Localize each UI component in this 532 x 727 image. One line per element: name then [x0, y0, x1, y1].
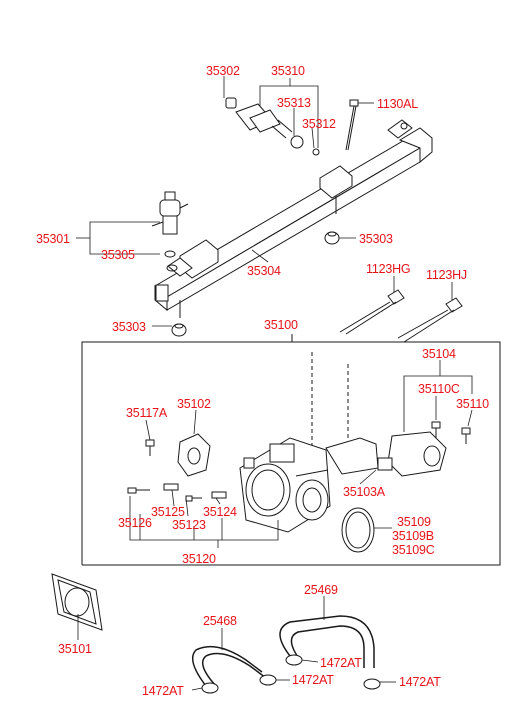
label-35117A: 35117A	[126, 406, 167, 420]
leader-lines	[76, 76, 473, 691]
label-25469: 25469	[304, 583, 338, 597]
pressure-regulator	[151, 191, 189, 258]
label-35305: 35305	[101, 248, 135, 262]
label-35104: 35104	[422, 347, 456, 361]
label-1472AT-d: 1472AT	[399, 675, 441, 689]
label-35310: 35310	[271, 64, 305, 78]
screw-35110-b	[461, 427, 471, 444]
label-35124: 35124	[203, 505, 237, 519]
screw-35117A	[145, 439, 155, 456]
label-1472AT-c: 1472AT	[320, 656, 362, 670]
screw-35110-a	[431, 421, 441, 438]
label-1130AL: 1130AL	[377, 97, 418, 111]
label-35101: 35101	[58, 642, 92, 656]
grommet-upper	[324, 231, 340, 245]
label-35126: 35126	[118, 516, 152, 530]
gasket-35101	[51, 573, 103, 631]
spring-35124	[211, 491, 227, 499]
label-35313: 35313	[277, 96, 311, 110]
clamp-1472AT-b	[259, 674, 277, 686]
label-35109: 35109	[397, 515, 431, 529]
fuel-rail	[154, 119, 433, 318]
label-25468: 25468	[203, 614, 237, 628]
label-35109C: 35109C	[392, 543, 435, 557]
label-35109B: 35109B	[392, 529, 434, 543]
label-35103A: 35103A	[343, 485, 385, 499]
throttle-sensor	[177, 433, 211, 477]
label-35102: 35102	[177, 397, 211, 411]
label-35303-upper: 35303	[359, 232, 393, 246]
label-35100: 35100	[264, 318, 298, 332]
clamp-1472AT-d	[363, 678, 381, 690]
screw-35123	[185, 495, 202, 502]
label-35304: 35304	[247, 264, 281, 278]
cap-35109	[341, 507, 375, 553]
label-1472AT-b: 1472AT	[292, 673, 334, 687]
label-1123HJ: 1123HJ	[426, 268, 467, 282]
throttle-body	[239, 437, 379, 533]
bolt-1123HG	[339, 289, 405, 335]
bolt-1130AL	[345, 99, 359, 151]
label-35120: 35120	[182, 552, 216, 566]
idle-actuator	[377, 431, 447, 477]
screw-35126	[127, 487, 150, 494]
label-35302: 35302	[206, 64, 240, 78]
label-35123: 35123	[172, 518, 206, 532]
assembly-box-35100	[81, 334, 501, 566]
label-1472AT-a: 1472AT	[142, 684, 184, 698]
label-35301: 35301	[36, 232, 70, 246]
label-35303-lower: 35303	[112, 320, 146, 334]
label-35312: 35312	[302, 117, 336, 131]
hose-25469	[279, 615, 375, 668]
label-1123HG: 1123HG	[366, 262, 411, 276]
clamp-1472AT-a	[201, 682, 219, 694]
spring-35125	[163, 483, 179, 491]
hose-25468	[191, 645, 267, 687]
clamp-1472AT-c	[285, 654, 303, 666]
label-35110C: 35110C	[418, 382, 460, 396]
bolt-1123HJ	[397, 297, 463, 343]
label-35125: 35125	[151, 505, 185, 519]
grommet-lower	[171, 323, 187, 337]
label-35110: 35110	[456, 397, 489, 411]
fuel-injector	[225, 97, 320, 156]
